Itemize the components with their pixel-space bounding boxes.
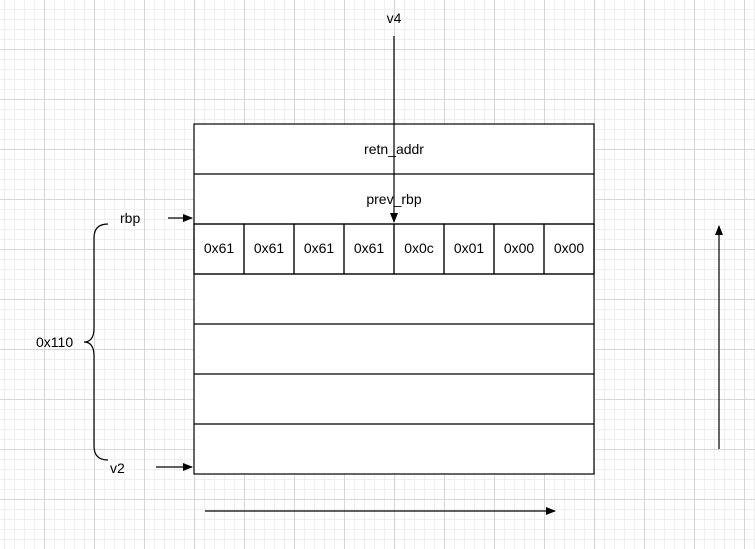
byte-value: 0x61 [204, 240, 235, 256]
byte-cell-border [543, 223, 595, 275]
byte-row: 0x61 0x61 0x61 0x61 0x0c 0x01 0x00 0x00 [193, 223, 595, 275]
byte-value: 0x0c [404, 240, 434, 256]
byte-value: 0x61 [354, 240, 385, 256]
byte-value: 0x61 [254, 240, 285, 256]
byte-cell: 0x00 [543, 223, 595, 275]
size-brace [83, 223, 109, 461]
byte-value: 0x61 [304, 240, 335, 256]
byte-value: 0x00 [554, 240, 585, 256]
size-label: 0x110 [36, 334, 73, 350]
v4-label: v4 [387, 10, 402, 26]
byte-value: 0x01 [454, 240, 485, 256]
rbp-label: rbp [120, 210, 140, 226]
byte-value: 0x00 [504, 240, 535, 256]
v2-label: v2 [110, 460, 125, 476]
